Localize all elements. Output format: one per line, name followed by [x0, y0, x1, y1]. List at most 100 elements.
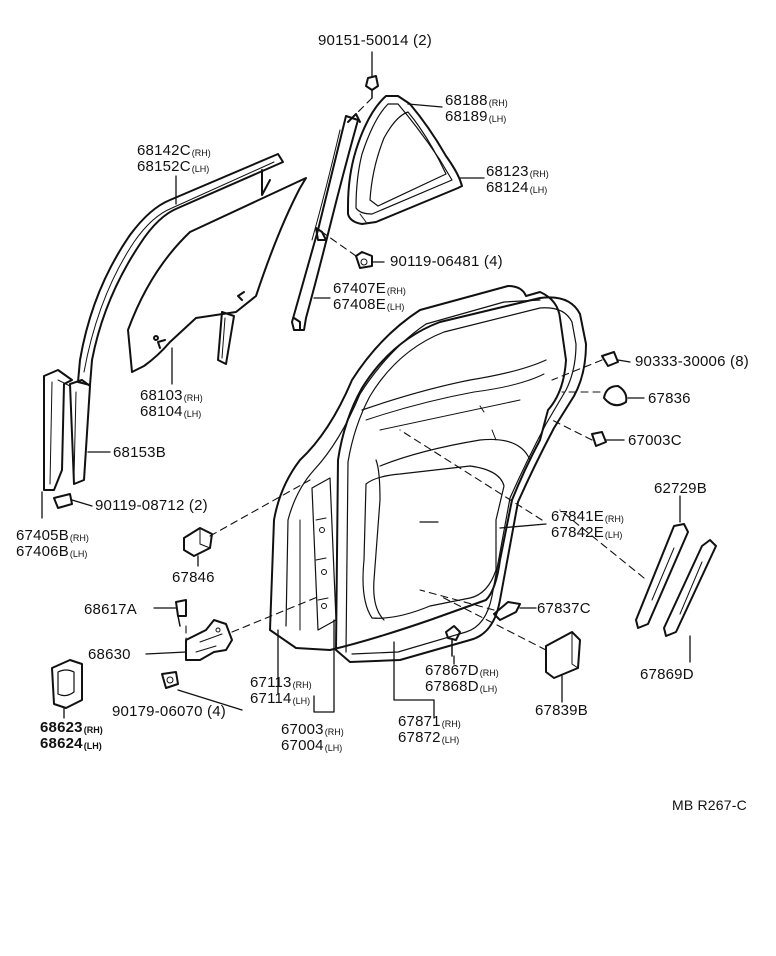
callout-90333-30006: 90333-30006 (8) [635, 354, 749, 370]
side-suffix: (LH) [604, 530, 623, 540]
callout-67871: 67871(RH) [398, 714, 461, 732]
quantity: (8) [730, 353, 749, 370]
callout-67842e: 67842E(LH) [551, 525, 622, 543]
division-bar [291, 113, 361, 331]
callout-67407e: 67407E(RH) [333, 281, 406, 299]
callout-67841e: 67841E(RH) [551, 509, 624, 527]
callout-68124: 68124(LH) [486, 180, 547, 198]
callout-67405b: 67405B(RH) [16, 528, 89, 546]
callout-67868d: 67868D(LH) [425, 679, 497, 697]
side-suffix: (LH) [529, 185, 548, 195]
drawing-code: MB R267-C [672, 797, 747, 813]
side-suffix: (LH) [324, 743, 343, 753]
service-hole-outline [362, 465, 505, 619]
part-number: 67839B [535, 702, 588, 719]
side-suffix: (RH) [488, 98, 508, 108]
door-moldings [635, 523, 717, 637]
part-number: 68617A [84, 601, 137, 618]
part-number: 67867D [425, 662, 479, 679]
side-suffix: (LH) [292, 696, 311, 706]
callout-67406b: 67406B(LH) [16, 544, 87, 562]
callout-67114: 67114(LH) [250, 691, 310, 709]
side-suffix: (RH) [324, 727, 344, 737]
part-number: 68124 [486, 179, 529, 196]
side-suffix: (LH) [183, 409, 202, 419]
part-number: 67113 [250, 674, 292, 691]
dashed-leader-lines [185, 97, 645, 651]
part-number: 67114 [250, 690, 292, 707]
part-number: 67841E [551, 508, 604, 525]
callout-67839b: 67839B [535, 703, 588, 719]
part-number: 68123 [486, 163, 529, 180]
part-number: 90119-06481 [390, 253, 480, 270]
callout-68153b: 68153B [113, 445, 166, 461]
side-suffix: (RH) [83, 725, 103, 735]
door-weatherstrip [335, 296, 587, 663]
side-suffix: (LH) [83, 741, 102, 751]
side-suffix: (LH) [69, 549, 88, 559]
callout-68624: 68624(LH) [40, 736, 102, 754]
door-glass [127, 177, 307, 373]
door-panel [269, 285, 567, 651]
quantity: (4) [207, 703, 226, 720]
part-number: 90119-08712 [95, 497, 185, 514]
part-number: 67837C [537, 600, 591, 617]
quantity: (2) [188, 497, 208, 514]
callout-62729b: 62729B [654, 481, 707, 497]
leader-lines [41, 51, 691, 719]
callout-90119-06481: 90119-06481 (4) [390, 254, 503, 270]
side-suffix: (RH) [183, 393, 203, 403]
side-suffix: (LH) [441, 735, 460, 745]
side-suffix: (RH) [69, 533, 89, 543]
side-suffix: (RH) [479, 668, 499, 678]
part-number: 67407E [333, 280, 386, 297]
callout-67836: 67836 [648, 391, 691, 407]
callout-68189: 68189(LH) [445, 109, 506, 127]
callout-68152c: 68152C(LH) [137, 159, 209, 177]
callout-90151-50014: 90151-50014 (2) [318, 33, 432, 49]
part-number: 67836 [648, 390, 691, 407]
door-check [51, 659, 83, 709]
side-suffix: (RH) [529, 169, 549, 179]
part-number: 62729B [654, 480, 707, 497]
callout-90119-08712: 90119-08712 (2) [95, 498, 208, 514]
part-number: 67003 [281, 721, 324, 738]
part-number: 68623 [40, 719, 83, 736]
part-number: 68142C [137, 142, 191, 159]
quantity: (2) [413, 32, 432, 49]
door-hinge [185, 619, 233, 661]
callout-67113: 67113(RH) [250, 675, 312, 693]
callout-68188: 68188(RH) [445, 93, 508, 111]
callout-67837c: 67837C [537, 601, 591, 617]
side-suffix: (LH) [479, 684, 498, 694]
side-suffix: (RH) [292, 680, 312, 690]
window-run-channel [77, 153, 284, 386]
side-suffix: (RH) [191, 148, 211, 158]
part-number: 67842E [551, 524, 604, 541]
part-number: 90151-50014 [318, 32, 409, 49]
part-number: 68104 [140, 403, 183, 420]
part-number: 67846 [172, 569, 215, 586]
part-number: 68153B [113, 444, 166, 461]
callout-68104: 68104(LH) [140, 404, 201, 422]
part-number: 68188 [445, 92, 488, 109]
callout-68617a: 68617A [84, 602, 137, 618]
part-number: 67405B [16, 527, 69, 544]
part-number: 90333-30006 [635, 353, 726, 370]
side-suffix: (RH) [604, 514, 624, 524]
side-suffix: (LH) [191, 164, 210, 174]
part-number: 68630 [88, 646, 131, 663]
callout-67867d: 67867D(RH) [425, 663, 499, 681]
part-number: 67408E [333, 296, 386, 313]
part-number: 68189 [445, 108, 488, 125]
callout-67872: 67872(LH) [398, 730, 459, 748]
callout-67869d: 67869D [640, 667, 694, 683]
callout-67004: 67004(LH) [281, 738, 342, 756]
callout-68630: 68630 [88, 647, 131, 663]
callout-67408e: 67408E(LH) [333, 297, 404, 315]
callout-90179-06070: 90179-06070 (4) [112, 704, 226, 720]
side-suffix: (LH) [386, 302, 405, 312]
callout-68103: 68103(RH) [140, 388, 203, 406]
part-number: 68152C [137, 158, 191, 175]
